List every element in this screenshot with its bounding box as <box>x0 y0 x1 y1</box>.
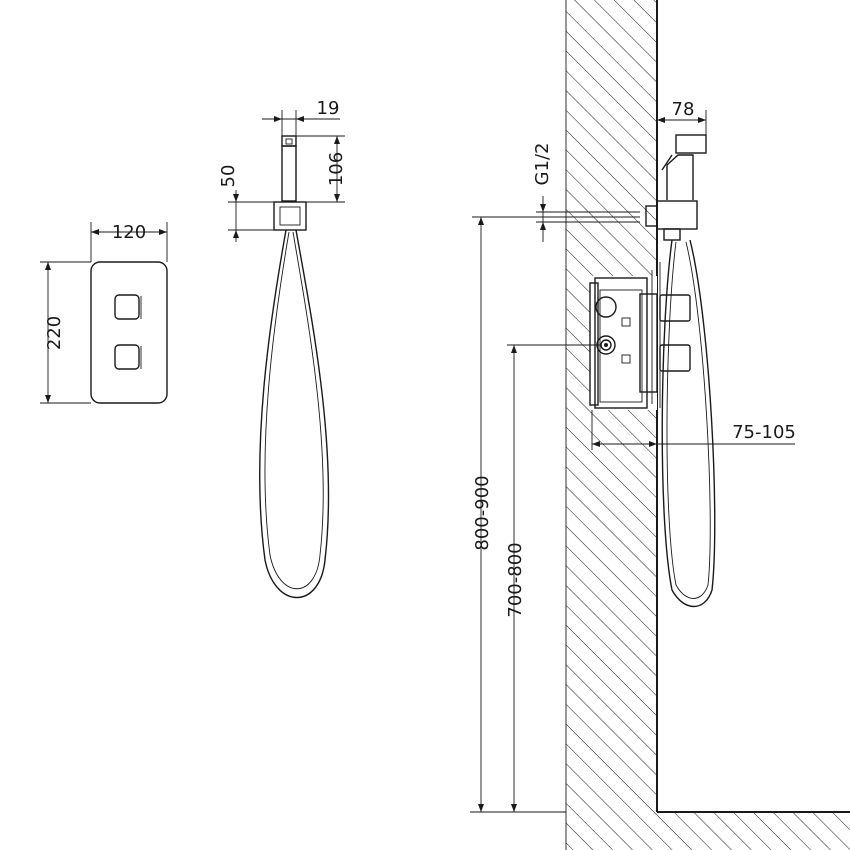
holder-offset-dimension: 50 <box>218 165 274 242</box>
box-depth-dimension: 75-105 <box>591 410 796 450</box>
lower-knob <box>114 344 140 370</box>
outlet-side-view <box>645 134 716 607</box>
panel-height-label: 220 <box>44 316 65 350</box>
holder-offset-label: 50 <box>218 165 239 188</box>
shower-hose <box>259 229 330 598</box>
mixer-panel-front-view <box>90 261 168 404</box>
wall-holder <box>273 201 307 231</box>
valve-height-label: 700-800 <box>505 542 526 617</box>
hand-shower-body <box>666 154 694 200</box>
thread-dimension: G1/2 <box>532 143 640 242</box>
outlet-height-dimension: 800-900 <box>470 216 640 813</box>
holder-height-label: 106 <box>326 152 347 186</box>
box-depth-label: 75-105 <box>732 422 796 443</box>
outlet-projection-dimension: 78 <box>656 99 707 135</box>
panel-plate <box>90 261 168 404</box>
holder-height-dimension: 106 <box>296 135 347 203</box>
valve-height-dimension: 700-800 <box>505 344 600 812</box>
outlet-projection-label: 78 <box>672 99 695 120</box>
panel-width-label: 120 <box>112 222 146 243</box>
wall-section <box>565 0 850 850</box>
side-hose <box>661 239 716 607</box>
panel-height-dimension: 220 <box>40 261 91 404</box>
outlet-height-label: 800-900 <box>472 475 493 550</box>
holder-width-label: 19 <box>317 98 340 119</box>
upper-knob <box>114 294 140 320</box>
concealed-mixer-box <box>589 262 691 409</box>
hand-shower-front-view <box>259 135 330 598</box>
shower-handle <box>281 145 297 202</box>
thread-label: G1/2 <box>532 143 553 186</box>
panel-width-dimension: 120 <box>90 222 168 262</box>
holder-width-dimension: 19 <box>262 98 340 136</box>
